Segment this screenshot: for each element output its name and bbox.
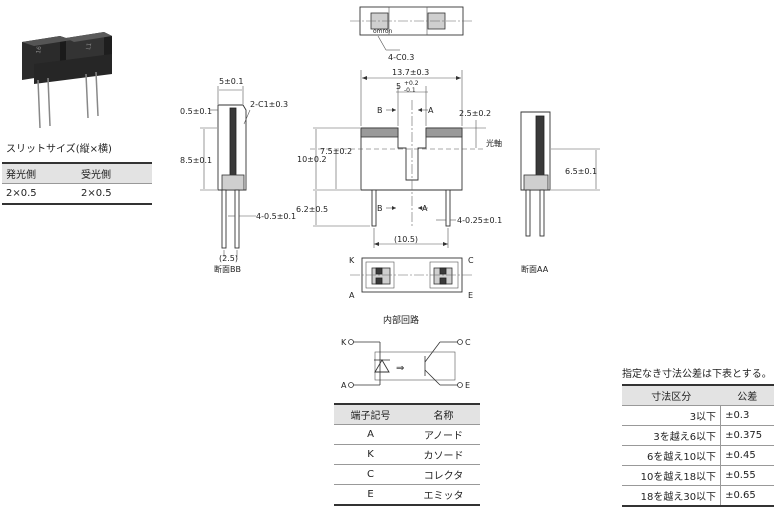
table-row: K カソード [334,444,480,465]
front-pitch-tol-minus: -0.1 [404,87,416,94]
front-lead-length-label: 6.2±0.5 [296,205,328,214]
front-view-lead-2 [445,189,451,227]
left-view-label: 断面BB [214,264,241,274]
table-row: C コレクタ [334,464,480,485]
front-section-b-bottom: B [377,204,383,213]
bottom-pin-a: A [349,291,355,300]
slit-header-emitter: 発光側 [2,162,77,184]
right-view-lead-1 [525,189,531,237]
terminal-name: カソード [407,444,480,465]
front-width-label: 13.7±0.3 [392,68,429,77]
left-view-lead-1 [221,189,227,249]
tolerance-caption: 指定なき寸法公差は下表とする。 [622,369,772,380]
terminal-symbol: E [334,484,407,506]
table-row: E エミッタ [334,484,480,506]
terminal-header-name: 名称 [407,403,480,425]
right-view-label: 断面AA [521,264,549,274]
front-view: 13.7±0.3 5 +0.2 -0.1 B A 10±0.2 7.5±0.2 … [296,68,502,248]
terminal-table: 端子記号 名称 A アノード K カソード C コレクタ E エミッタ [334,403,480,506]
right-view: 6.5±0.1 断面AA [520,111,600,274]
front-height-slot-label: 7.5±0.2 [320,147,352,156]
left-view: 5±0.1 2-C1±0.3 0.5±0.1 8.5±0.1 4-0.5±0.1… [180,77,296,274]
circuit-title: 内部回路 [383,314,419,326]
left-top-width-label: 5±0.1 [219,77,244,86]
circuit-pin-e: E [465,381,470,390]
table-row: 10を越え18以下 ±0.55 [622,465,774,486]
tolerance-range: 18を越え30以下 [622,485,721,507]
front-view-body [360,127,463,191]
table-row: 3を越え6以下 ±0.375 [622,425,774,446]
terminal-symbol: A [334,424,407,445]
tolerance-range: 6を越え10以下 [622,445,721,466]
circuit-pin-k: K [341,338,347,347]
front-section-a-top: A [428,106,434,115]
slit-header-receiver: 受光側 [77,162,152,184]
table-row: A アノード [334,424,480,445]
front-height-total-label: 10±0.2 [297,155,327,164]
top-view: omron 4-C0.3 [350,6,474,62]
circuit-package-outline [374,351,456,381]
circuit-led-icon [374,359,390,373]
circuit-light-arrow: ⇒ [396,363,404,374]
slit-value-receiver: 2×0.5 [77,183,152,205]
slit-table: 発光側 受光側 2×0.5 2×0.5 [2,162,152,205]
slit-caption: スリットサイズ(縦×横) [6,144,112,155]
terminal-symbol: K [334,444,407,465]
front-view-emitter-cap [360,127,399,138]
front-pitch-tol-plus: +0.2 [404,80,419,87]
photo-marking-left: 16 [35,45,43,54]
left-lead-span-label: (2.5) [219,254,238,263]
terminal-name: アノード [407,424,480,445]
left-chamfer-label: 2-C1±0.3 [250,100,288,109]
terminal-symbol: C [334,464,407,485]
terminal-name: コレクタ [407,464,480,485]
front-pitch-label: 5 [396,82,401,91]
right-view-lead-2 [539,189,545,237]
circuit-pin-a: A [341,381,347,390]
tolerance-header-range: 寸法区分 [622,384,721,406]
slit-value-emitter: 2×0.5 [2,183,77,205]
tolerance-range: 3を越え6以下 [622,425,721,446]
front-view-detector-cap [425,127,463,138]
table-row: 18を越え30以下 ±0.65 [622,485,774,507]
tolerance-value: ±0.3 [720,405,774,426]
left-lead-label: 4-0.5±0.1 [256,212,296,221]
terminal-header-symbol: 端子記号 [334,403,407,425]
front-lead-size-label: 4-0.25±0.1 [457,216,502,225]
front-right-offset-label: 2.5±0.2 [459,109,491,118]
internal-circuit: 内部回路 ⇒ K A C E [341,314,471,390]
left-view-lead-2 [234,189,240,249]
photo-marking-right: L1 [85,42,93,50]
tolerance-value: ±0.375 [720,425,774,446]
tolerance-header-value: 公差 [720,384,774,406]
bottom-pin-c: C [468,256,474,265]
front-section-a-bottom: A [422,204,428,213]
table-row: 3以下 ±0.3 [622,405,774,426]
left-view-inner [229,107,237,179]
tolerance-value: ±0.55 [720,465,774,486]
bottom-pin-k: K [349,256,355,265]
front-lead-span-label: (10.5) [394,235,418,244]
circuit-pin-c: C [465,338,471,347]
table-row: 6を越え10以下 ±0.45 [622,445,774,466]
top-view-brand: omron [373,28,393,35]
top-view-chamfer-label: 4-C0.3 [388,53,414,62]
tolerance-table: 寸法区分 公差 3以下 ±0.3 3を越え6以下 ±0.375 6を越え10以下… [622,384,774,507]
right-view-inner [535,115,545,177]
left-wall-label: 0.5±0.1 [180,107,212,116]
front-view-lead-1 [371,189,377,227]
product-photo: 16 L1 [22,32,112,129]
tolerance-value: ±0.45 [720,445,774,466]
right-height-label: 6.5±0.1 [565,167,597,176]
tolerance-range: 10を越え18以下 [622,465,721,486]
bottom-pin-e: E [468,291,473,300]
bottom-view: K A C E [349,256,474,300]
front-section-b-top: B [377,106,383,115]
left-height-label: 8.5±0.1 [180,156,212,165]
tolerance-value: ±0.65 [720,485,774,507]
tolerance-range: 3以下 [622,405,721,426]
terminal-name: エミッタ [407,484,480,506]
front-optical-axis-label: 光軸 [486,138,502,148]
